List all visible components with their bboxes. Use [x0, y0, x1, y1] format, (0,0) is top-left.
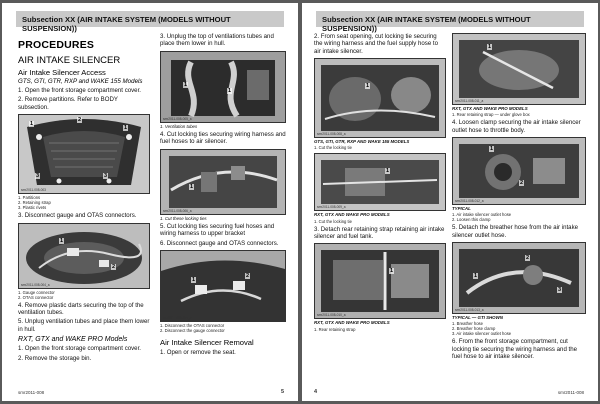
figure-code: smr2011-008-004_a	[21, 282, 50, 287]
left-column-1: PROCEDURES AIR INTAKE SILENCER Air Intak…	[18, 33, 150, 362]
step: 3. Disconnect gauge and OTAS connectors.	[18, 212, 137, 220]
figure-code: smr2011-008-005_a	[163, 116, 192, 121]
step: 5. Cut locking ties securing fuel hoses …	[160, 223, 275, 238]
header-title: Subsection XX (AIR INTAKE SYSTEM (MODELS…	[22, 15, 231, 33]
step: 4. Cut locking ties securing wiring harn…	[160, 131, 286, 146]
figure-legend: 1. Gauge connector 2. OTAS connector	[18, 289, 55, 300]
figure-code: smr2011-008-006_a	[163, 208, 192, 213]
throttle-clamp-illustration	[453, 138, 585, 205]
step: 6. From the front storage compartment, c…	[452, 338, 577, 361]
step: 4. Remove plastic darts securing the top…	[18, 301, 144, 317]
models-gts-heading: GTS, GTI, GTR, RXP and WAKE 155 Models	[18, 78, 143, 85]
otas-connectors-photo: 1 2 smr2011-008-007_a	[160, 250, 286, 323]
locking-ties-illustration	[161, 149, 285, 214]
figure-caption: TYPICAL — GTI SHOWN	[452, 315, 503, 321]
glove-box-strap-photo: 1 smr2011-008-011_a	[452, 33, 586, 105]
right-page-header: Subsection XX (AIR INTAKE SYSTEM (MODELS…	[316, 11, 584, 33]
step: 5. Unplug ventilation tubes and place th…	[18, 318, 150, 333]
left-page: Subsection XX (AIR INTAKE SYSTEM (MODELS…	[2, 3, 298, 401]
figure-caption: GTS, GTI, GTR, RXP AND WAKE 155 MODELS	[314, 139, 410, 145]
locking-tie-gts-illustration	[315, 59, 445, 138]
procedures-heading: PROCEDURES	[18, 39, 95, 51]
step: 1. Open or remove the seat.	[160, 349, 236, 357]
ventilation-tubes-photo: 1 1 smr2011-008-005_a	[160, 50, 286, 123]
gauge-connectors-photo: 1 2 smr2011-008-004_a	[18, 222, 150, 289]
figure-legend: 1. Cut the locking tie	[314, 218, 352, 224]
step: 1. Open the front storage compartment co…	[18, 87, 141, 94]
right-column-1: 2. From seat opening, cut locking tie se…	[314, 33, 446, 332]
figure-code: smr2011-008-008_a	[317, 132, 346, 137]
figure-caption: 1. Ventilation tubes	[160, 123, 198, 129]
locking-ties-photo: 1 smr2011-008-006_a	[160, 148, 286, 215]
figure-code: smr2011-008-010_a	[317, 313, 346, 318]
footer-code: smr2011-008	[18, 390, 45, 395]
right-column-2: 1 smr2011-008-011_a RXT, GTX AND WAKE PR…	[452, 33, 586, 360]
figure-legend: 1. Disconnect the OTAS connector 2. Disc…	[160, 323, 225, 334]
figure-code: smr2011-008-012_a	[455, 199, 484, 204]
models-rxt-heading: RXT, GTX and WAKE PRO Models	[18, 336, 128, 344]
glove-box-strap-illustration	[453, 34, 585, 104]
right-page: Subsection XX (AIR INTAKE SYSTEM (MODELS…	[302, 3, 598, 401]
figure-caption: 1. Cut these locking ties	[160, 215, 207, 221]
step: 6. Disconnect gauge and OTAS connectors.	[160, 239, 279, 247]
locking-tie-rxt-illustration	[315, 154, 445, 211]
left-page-header: Subsection XX (AIR INTAKE SYSTEM (MODELS…	[16, 11, 284, 33]
access-heading: Air Intake Silencer Access	[18, 68, 106, 77]
left-column-2: 3. Unplug the top of ventilations tubes …	[160, 33, 286, 357]
figure-caption: TYPICAL	[452, 206, 471, 212]
step: 4. Loosen clamp securing the air intake …	[452, 119, 581, 134]
breather-hose-photo: 1 2 3 smr2011-008-013_a	[452, 242, 586, 315]
figure-caption: RXT, GTX AND WAKE PRO MODELS	[314, 212, 390, 218]
ventilation-tubes-illustration	[161, 51, 285, 122]
gauge-connectors-illustration	[19, 223, 149, 288]
rear-strap-illustration	[315, 244, 445, 319]
partitions-photo: 1 2 1 3 3 smr2011-008-003	[18, 114, 150, 195]
figure-caption: RXT, GTX AND WAKE PRO MODELS	[314, 320, 390, 326]
air-intake-silencer-heading: AIR INTAKE SILENCER	[18, 55, 121, 66]
step: 2. From seat opening, cut locking tie se…	[314, 33, 438, 55]
figure-code: smr2011-008-003	[21, 188, 46, 193]
figure-code: smr2011-008-007_a	[163, 316, 192, 321]
rear-strap-photo: 1 smr2011-008-010_a	[314, 243, 446, 320]
removal-heading: Air Intake Silencer Removal	[160, 338, 254, 348]
footer-code: smr2011-008	[557, 390, 584, 395]
locking-tie-photo-gts: 1 smr2011-008-008_a	[314, 58, 446, 139]
figure-legend: 1. Breather hose 2. Breather hose clamp …	[452, 321, 512, 337]
step: 5. Detach the breather hose from the air…	[452, 224, 579, 239]
page-number: 4	[314, 389, 318, 395]
figure-legend: 1. Air intake silencer outlet hose 2. Lo…	[452, 212, 512, 223]
step: 1. Open the front storage compartment co…	[18, 345, 141, 353]
throttle-clamp-photo: 1 2 smr2011-008-012_a	[452, 137, 586, 206]
header-title: Subsection XX (AIR INTAKE SYSTEM (MODELS…	[322, 15, 531, 33]
figure-legend: 1. Partitions 2. Retaining strap 3. Plas…	[18, 195, 51, 211]
locking-tie-photo-rxt: 1 smr2011-008-009_a	[314, 153, 446, 212]
figure-caption: RXT, GTX AND WAKE PRO MODELS	[452, 106, 528, 111]
figure-code: smr2011-008-013_a	[455, 308, 484, 313]
figure-legend: 1. Rear retaining strap — under glove bo…	[452, 112, 530, 118]
otas-connectors-illustration	[161, 251, 285, 322]
partitions-illustration	[19, 115, 149, 194]
step: 2. Remove partitions. Refer to BODY subs…	[18, 96, 118, 111]
figure-legend: 1. Rear retaining strap	[314, 326, 356, 332]
step: 3. Unplug the top of ventilations tubes …	[160, 33, 274, 48]
step: 2. Remove the storage bin.	[18, 354, 92, 362]
figure-legend: 1. Cut the locking tie	[314, 145, 352, 151]
figure-code: smr2011-008-009_a	[317, 205, 346, 210]
page-number: 5	[280, 389, 284, 395]
figure-code: smr2011-008-011_a	[455, 99, 484, 103]
step: 3. Detach rear retaining strap retaining…	[314, 225, 445, 241]
